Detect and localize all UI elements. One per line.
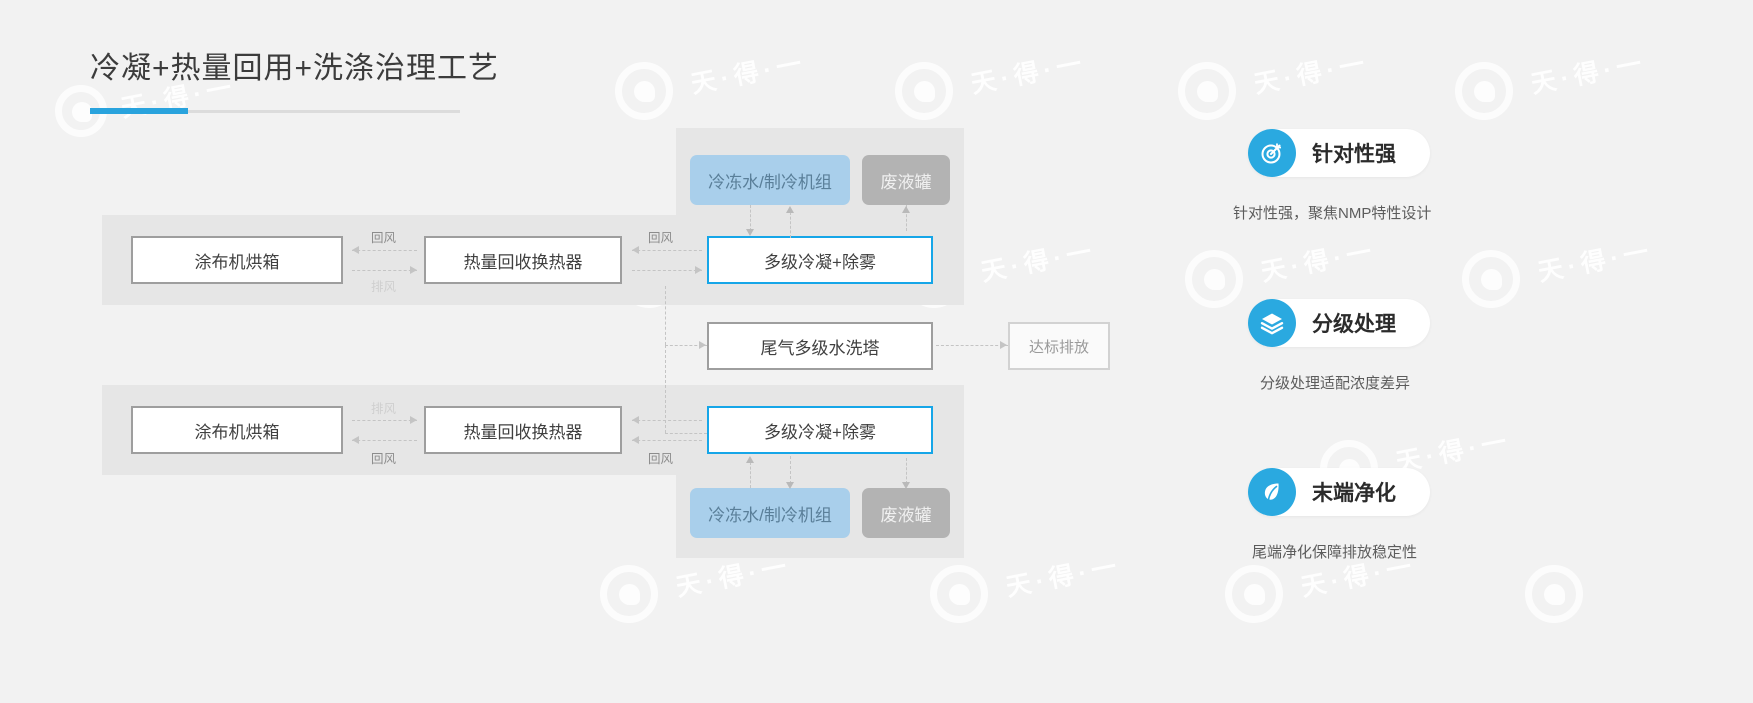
watermark-dot xyxy=(1481,269,1502,290)
node-top-condenser[interactable]: 多级冷凝+除雾 xyxy=(707,236,933,284)
arrow-top-return-2 xyxy=(632,245,639,254)
watermark-label: 天·得·一 xyxy=(1003,552,1124,602)
node-bottom-oven[interactable]: 涂布机烘箱 xyxy=(131,406,343,454)
connector-bottom-chiller-down xyxy=(790,456,791,484)
watermark-label: 天·得·一 xyxy=(968,49,1089,99)
arrow-bottom-waste-down xyxy=(901,482,910,489)
feature-title-1: 针对性强 xyxy=(1312,143,1396,166)
connector-bottom-waste-down xyxy=(906,458,907,484)
arrow-scrubber-out xyxy=(1000,340,1007,349)
arrow-bottom-chiller-up xyxy=(745,456,754,463)
watermark-ring xyxy=(895,62,953,120)
connector-top-chiller-up xyxy=(790,212,791,238)
feature-title-3: 末端净化 xyxy=(1312,482,1396,505)
watermark-ring xyxy=(1185,250,1243,308)
node-discharge[interactable]: 达标排放 xyxy=(1008,322,1110,370)
node-top-waste-tank[interactable]: 废液罐 xyxy=(862,155,950,205)
connector-bottom-feed xyxy=(632,440,702,441)
arrow-bottom-feed xyxy=(632,435,639,444)
connector-top-to-scrubber xyxy=(665,286,666,345)
watermark-ring xyxy=(615,62,673,120)
node-bottom-exchanger[interactable]: 热量回收换热器 xyxy=(424,406,622,454)
watermark-ring xyxy=(1462,250,1520,308)
label-top-exhaust-1: 排风 xyxy=(371,280,397,294)
label-top-return-1: 回风 xyxy=(371,231,397,245)
target-icon xyxy=(1248,129,1296,177)
watermark-dot xyxy=(914,81,935,102)
watermark-ring xyxy=(1225,565,1283,623)
connector-scrubber-in xyxy=(665,345,707,346)
arrow-top-chiller-up xyxy=(785,206,794,213)
page-title-wrap: 冷凝+热量回用+洗涤治理工艺 xyxy=(90,43,499,87)
connector-scrubber-out xyxy=(936,345,1008,346)
node-bottom-condenser[interactable]: 多级冷凝+除雾 xyxy=(707,406,933,454)
connector-bottom-chiller-up xyxy=(750,462,751,488)
feature-title-2: 分级处理 xyxy=(1312,313,1396,336)
connector-top-return-1 xyxy=(352,250,417,251)
watermark-label: 天·得·一 xyxy=(1535,237,1656,287)
arrow-scrubber-in xyxy=(699,340,706,349)
leaf-icon xyxy=(1248,468,1296,516)
feature-card-2[interactable]: 分级处理 xyxy=(1248,299,1430,347)
watermark-label: 天·得·一 xyxy=(1251,49,1372,99)
connector-top-return-2 xyxy=(632,250,702,251)
arrow-bottom-return-1 xyxy=(352,435,359,444)
watermark-label: 天·得·一 xyxy=(978,237,1099,287)
node-scrubber[interactable]: 尾气多级水洗塔 xyxy=(707,322,933,370)
node-top-oven[interactable]: 涂布机烘箱 xyxy=(131,236,343,284)
label-bottom-return-2: 回风 xyxy=(648,452,674,466)
node-top-chiller[interactable]: 冷冻水/制冷机组 xyxy=(690,155,850,205)
layers-icon xyxy=(1248,299,1296,347)
connector-bottom-return-1 xyxy=(352,440,417,441)
watermark-dot xyxy=(72,102,92,122)
arrow-bottom-chiller-down xyxy=(785,482,794,489)
watermark-ring xyxy=(930,565,988,623)
watermark-label: 天·得·一 xyxy=(1528,49,1649,99)
feature-desc-3: 尾端净化保障排放稳定性 xyxy=(1252,544,1418,561)
watermark-ring xyxy=(1455,62,1513,120)
connector-bottom-feed-in xyxy=(665,433,707,434)
watermark-dot xyxy=(1204,269,1225,290)
watermark-dot xyxy=(1544,584,1565,605)
arrow-top-feed xyxy=(695,265,702,274)
arrow-top-waste-up xyxy=(901,206,910,213)
arrow-bottom-exhaust-1 xyxy=(410,415,417,424)
connector-bottom-return-2 xyxy=(632,420,702,421)
title-rule xyxy=(90,110,460,113)
connector-top-chiller-down xyxy=(750,205,751,231)
feature-desc-2: 分级处理适配浓度差异 xyxy=(1260,375,1411,392)
feature-desc-1: 针对性强，聚焦NMP特性设计 xyxy=(1233,205,1432,222)
feature-card-1[interactable]: 针对性强 xyxy=(1248,129,1430,177)
label-bottom-exhaust-1: 排风 xyxy=(371,402,397,416)
connector-bottom-exhaust-1 xyxy=(352,420,417,421)
watermark-dot xyxy=(634,81,655,102)
watermark-ring xyxy=(600,565,658,623)
page-title: 冷凝+热量回用+洗涤治理工艺 xyxy=(90,52,500,85)
connector-top-feed xyxy=(632,270,702,271)
arrow-top-exhaust-1 xyxy=(410,265,417,274)
watermark-ring xyxy=(1178,62,1236,120)
connector-top-waste-down xyxy=(906,205,907,231)
watermark-dot xyxy=(1197,81,1218,102)
node-bottom-chiller[interactable]: 冷冻水/制冷机组 xyxy=(690,488,850,538)
watermark-dot xyxy=(1244,584,1265,605)
label-top-return-2: 回风 xyxy=(648,231,674,245)
connector-top-exhaust-1 xyxy=(352,270,417,271)
watermark-dot xyxy=(619,584,640,605)
watermark-ring xyxy=(1525,565,1583,623)
arrow-bottom-return-2 xyxy=(632,415,639,424)
arrow-top-chiller-down xyxy=(745,229,754,236)
watermark-dot xyxy=(949,584,970,605)
arrow-top-return-1 xyxy=(352,245,359,254)
watermark-dot xyxy=(1474,81,1495,102)
watermark-label: 天·得·一 xyxy=(688,49,809,99)
feature-card-3[interactable]: 末端净化 xyxy=(1248,468,1430,516)
label-bottom-return-1: 回风 xyxy=(371,452,397,466)
node-bottom-waste-tank[interactable]: 废液罐 xyxy=(862,488,950,538)
title-rule-accent xyxy=(90,108,188,114)
connector-scrubber-to-bottom xyxy=(665,345,666,433)
node-top-exchanger[interactable]: 热量回收换热器 xyxy=(424,236,622,284)
watermark-label: 天·得·一 xyxy=(1258,237,1379,287)
